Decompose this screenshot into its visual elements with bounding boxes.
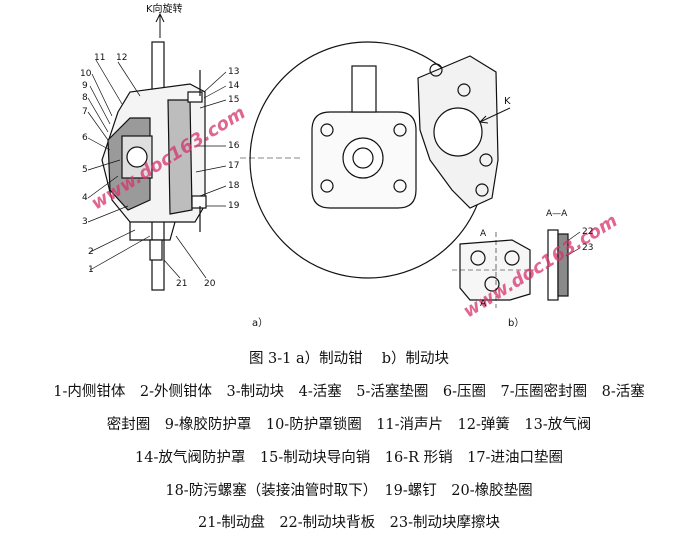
caption-line-2: 密封圈 9-橡胶防护罩 10-防护罩锁圈 11-消声片 12-弹簧 13-放气阀 bbox=[106, 417, 592, 433]
callout-numbers: 1 2 3 4 5 6 7 8 9 10 11 12 13 14 15 16 1… bbox=[80, 53, 593, 289]
callout-10: 10 bbox=[80, 69, 92, 79]
callout-19: 19 bbox=[228, 201, 240, 211]
brake-disc-front-view bbox=[240, 41, 511, 279]
callout-5: 5 bbox=[82, 165, 88, 175]
callout-9: 9 bbox=[82, 81, 88, 91]
callout-3: 3 bbox=[82, 217, 88, 227]
brake-pad-view bbox=[452, 229, 581, 308]
callout-18: 18 bbox=[228, 181, 240, 191]
callout-11: 11 bbox=[94, 53, 105, 63]
caliper-section-view bbox=[87, 12, 227, 291]
section-mark-a-bottom: A bbox=[480, 299, 487, 309]
figure-caption-title: 图 3-1 a）制动钳 b）制动块 bbox=[248, 351, 450, 367]
callout-13: 13 bbox=[228, 67, 239, 77]
callout-8: 8 bbox=[82, 93, 88, 103]
caption-line-5: 21-制动盘 22-制动块背板 23-制动块摩擦块 bbox=[197, 515, 501, 531]
callout-2: 2 bbox=[88, 247, 94, 257]
callout-17: 17 bbox=[228, 161, 239, 171]
callout-16: 16 bbox=[228, 141, 240, 151]
subfigure-b-label: b） bbox=[508, 317, 524, 329]
callout-23: 23 bbox=[582, 243, 593, 253]
rotation-direction-label: K向旋转 bbox=[146, 2, 183, 15]
brake-caliper-figure: www.doc163.com www.doc163.com K向旋转 a） b）… bbox=[80, 2, 621, 329]
k-direction-label: K bbox=[504, 96, 511, 107]
section-aa-label: A—A bbox=[546, 209, 568, 219]
subfigure-a-label: a） bbox=[252, 317, 268, 329]
callout-7: 7 bbox=[82, 107, 88, 117]
caption-line-3: 14-放气阀防护罩 15-制动块导向销 16-R 形销 17-进油口垫圈 bbox=[135, 450, 563, 466]
callout-4: 4 bbox=[82, 193, 88, 203]
callout-1: 1 bbox=[88, 265, 94, 275]
callout-15: 15 bbox=[228, 95, 239, 105]
callout-12: 12 bbox=[116, 53, 127, 63]
caption-line-1: 1-内侧钳体 2-外侧钳体 3-制动块 4-活塞 5-活塞垫圈 6-压圈 7-压… bbox=[53, 384, 645, 400]
section-mark-a-top: A bbox=[480, 229, 487, 239]
callout-22: 22 bbox=[582, 227, 593, 237]
callout-6: 6 bbox=[82, 133, 88, 143]
callout-14: 14 bbox=[228, 81, 240, 91]
callout-20: 20 bbox=[204, 279, 216, 289]
callout-21: 21 bbox=[176, 279, 187, 289]
caption-line-4: 18-防污螺塞（装接油管时取下） 19-螺钉 20-橡胶垫圈 bbox=[165, 483, 533, 499]
